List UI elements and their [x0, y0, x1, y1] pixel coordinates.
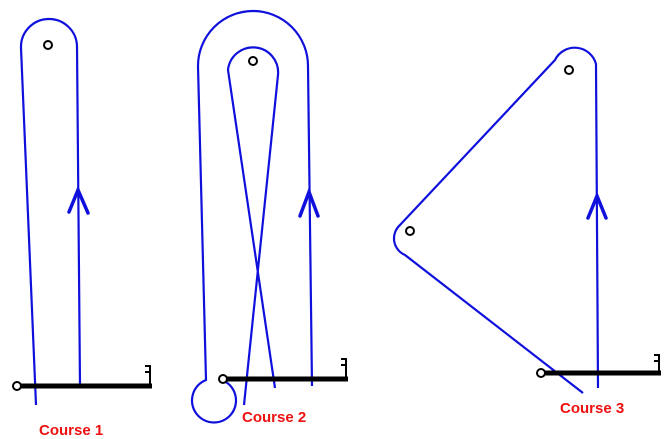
course-3-arrow-up-icon	[586, 191, 608, 220]
course-1-arrow-up-icon	[67, 185, 90, 215]
course-3-route	[392, 46, 600, 394]
course-1-start-flag-icon	[145, 365, 151, 386]
course-3-mark-left-circle-icon	[405, 226, 415, 236]
course-1-label: Course 1	[39, 422, 104, 439]
course-2-start-flag-icon	[341, 358, 347, 379]
course-2-outer-route	[190, 9, 314, 424]
course-2-inner-loop	[226, 46, 280, 406]
course-1-route	[19, 17, 82, 406]
course-2-arrow-up-icon	[298, 187, 320, 218]
course-3-mark-top-circle-icon	[564, 65, 574, 75]
course-2-mark-circle-icon	[248, 56, 258, 66]
course-3-start-flag-icon	[654, 354, 660, 373]
course-3-label: Course 3	[560, 400, 625, 417]
course-3	[392, 46, 661, 394]
course-2-start-circle-icon	[218, 374, 228, 384]
course-3-start-circle-icon	[536, 368, 546, 378]
course-2-label: Course 2	[242, 409, 307, 426]
course-1-mark-circle-icon	[43, 40, 53, 50]
course-2	[190, 9, 348, 424]
course-1	[12, 17, 152, 406]
course-1-start-circle-icon	[12, 381, 22, 391]
